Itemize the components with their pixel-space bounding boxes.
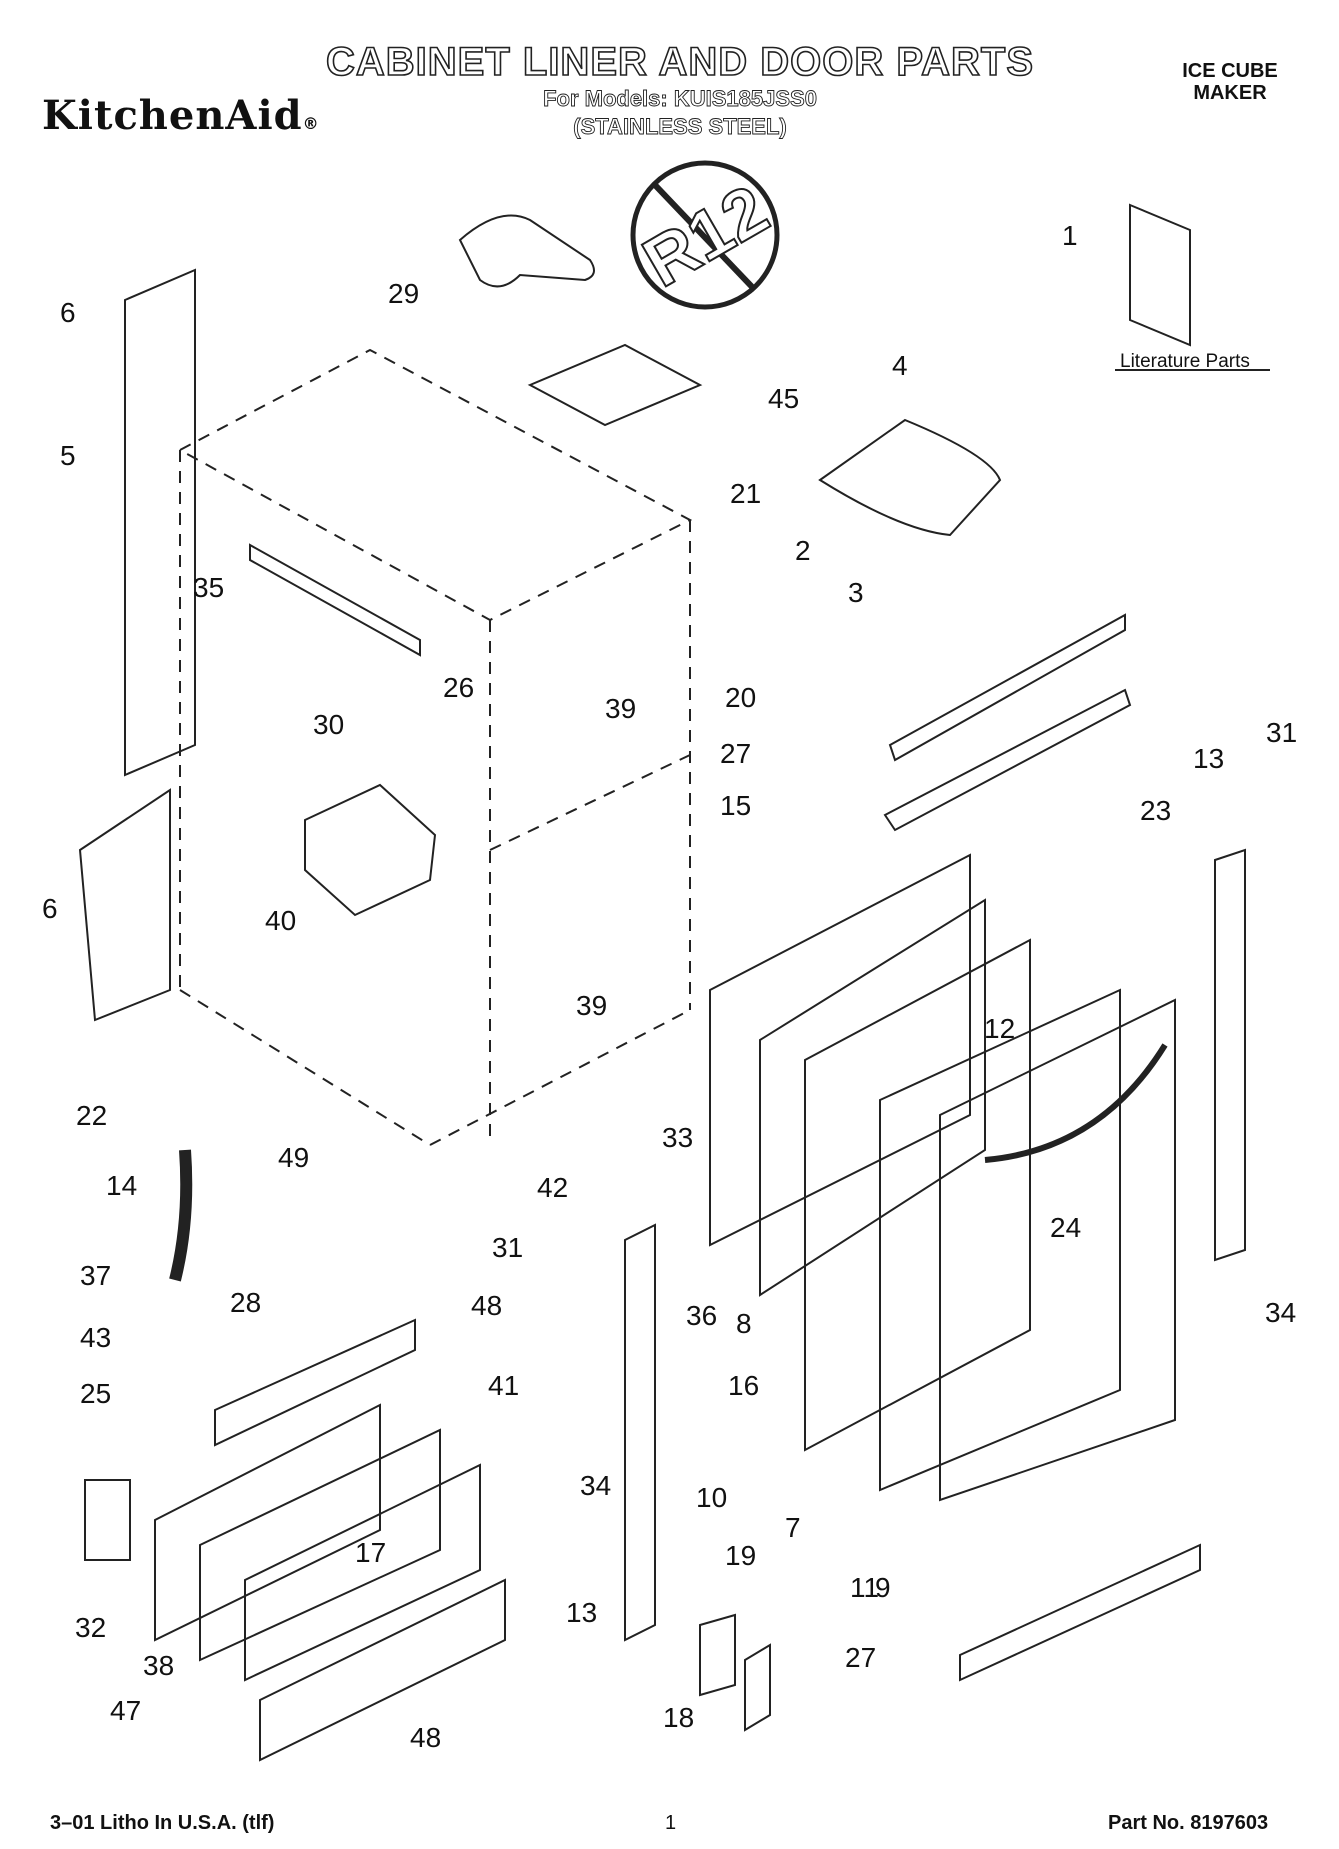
callout-number: 37	[80, 1260, 112, 1291]
callout-number: 17	[355, 1537, 387, 1568]
callout-number: 10	[696, 1482, 728, 1513]
callout-number: 14	[106, 1170, 138, 1201]
drain-tube	[169, 1149, 193, 1282]
callout-number: 27	[845, 1642, 877, 1673]
callout-number: 34	[1265, 1297, 1297, 1328]
drain-tray	[304, 783, 437, 917]
front-panel	[244, 1463, 481, 1682]
vent-grille	[259, 1578, 506, 1762]
callout-number: 49	[278, 1142, 310, 1173]
callout-number: 9	[875, 1572, 891, 1603]
callout-number: 43	[80, 1322, 112, 1353]
callout-number: 22	[76, 1100, 108, 1131]
callout-number: 2	[795, 535, 811, 566]
callout-number: 40	[265, 905, 297, 936]
callout-number: 30	[313, 709, 345, 740]
models-line: For Models: KUIS185JSS0	[543, 86, 818, 112]
product-line-1: ICE CUBE	[1182, 60, 1278, 82]
callout-number: 39	[576, 990, 608, 1021]
part-number: Part No. 8197603	[1108, 1812, 1269, 1834]
callout-number: 24	[1050, 1212, 1082, 1243]
door-gasket	[709, 853, 971, 1247]
finish-line: (STAINLESS STEEL)	[573, 114, 787, 140]
side-panel	[124, 268, 196, 777]
kick-plate	[214, 1318, 416, 1447]
bracket	[888, 613, 1126, 762]
callout-number: 28	[230, 1287, 262, 1318]
page-title: CABINET LINER AND DOOR PARTS	[325, 39, 1034, 85]
inner-door	[879, 988, 1121, 1492]
callout-number: 7	[785, 1512, 801, 1543]
door-handle	[984, 1043, 1168, 1163]
product-line-2: MAKER	[1193, 82, 1267, 104]
callout-number: 36	[686, 1300, 718, 1331]
callout-number: 29	[388, 278, 420, 309]
callout-number: 3	[848, 577, 864, 608]
callout-number: 47	[110, 1695, 142, 1726]
callout-number: 5	[60, 440, 76, 471]
callout-number: 39	[605, 693, 637, 724]
callout-number: 35	[193, 572, 225, 603]
hinge-rail	[1214, 848, 1246, 1262]
callout-number: 26	[443, 672, 475, 703]
product-type: ICE CUBE MAKER	[1160, 60, 1300, 104]
callout-number: 48	[471, 1290, 503, 1321]
callout-number: 45	[768, 383, 800, 414]
base-panel	[199, 1428, 441, 1662]
callout-number: 13	[1193, 743, 1225, 774]
bottom-bracket	[959, 1543, 1201, 1682]
callout-number: 13	[566, 1597, 598, 1628]
ice-scoop	[458, 214, 595, 288]
callout-number: 4	[892, 350, 908, 381]
kitchenaid-logo: KitchenAid®	[42, 92, 320, 139]
callout-number: 34	[580, 1470, 612, 1501]
lower-panel	[78, 788, 171, 1022]
callout-number: 48	[410, 1722, 442, 1753]
page-number: 1	[665, 1812, 677, 1834]
hinge	[744, 1643, 771, 1732]
ice-bin	[818, 418, 1002, 537]
door-panel	[804, 938, 1031, 1452]
callout-number: 20	[725, 682, 757, 713]
callout-number: 27	[720, 738, 752, 769]
model-info: For Models: KUIS185JSS0 (STAINLESS STEEL…	[420, 85, 940, 141]
litho-note: 3–01 Litho In U.S.A. (tlf)	[50, 1812, 275, 1834]
callout-number: 41	[488, 1370, 520, 1401]
hinge-plate	[699, 1613, 736, 1697]
callout-number: 11	[850, 1572, 880, 1603]
no-r12-stamp: R12	[629, 160, 782, 310]
callout-number: 8	[736, 1308, 752, 1339]
clip	[84, 1479, 131, 1561]
callout-number: 42	[537, 1172, 569, 1203]
insulation	[154, 1403, 381, 1642]
callout-number: 31	[1266, 717, 1298, 748]
literature-parts-label: Literature Parts	[1120, 351, 1250, 372]
hinge-rail	[624, 1223, 656, 1642]
callout-number: 6	[60, 297, 76, 328]
callout-number: 6	[42, 893, 58, 924]
callout-number: 31	[492, 1232, 524, 1263]
floor-mat	[527, 343, 703, 427]
cabinet-outline	[179, 348, 693, 1146]
callout-number: 1	[1062, 220, 1078, 251]
callout-number: 15	[720, 790, 752, 821]
bracket	[883, 688, 1132, 832]
rail	[249, 543, 421, 657]
callout-number: 21	[730, 478, 762, 509]
literature-booklet	[1129, 203, 1191, 347]
callout-number: 16	[728, 1370, 760, 1401]
callout-number: 38	[143, 1650, 175, 1681]
callout-number: 23	[1140, 795, 1172, 826]
callout-number: 25	[80, 1378, 112, 1409]
callout-number: 19	[725, 1540, 757, 1571]
callout-number: 32	[75, 1612, 107, 1643]
outer-door	[939, 998, 1176, 1502]
callout-number: 12	[984, 1013, 1016, 1044]
door-liner	[759, 898, 986, 1297]
callout-number: 33	[662, 1122, 694, 1153]
callout-number: 18	[663, 1702, 695, 1733]
